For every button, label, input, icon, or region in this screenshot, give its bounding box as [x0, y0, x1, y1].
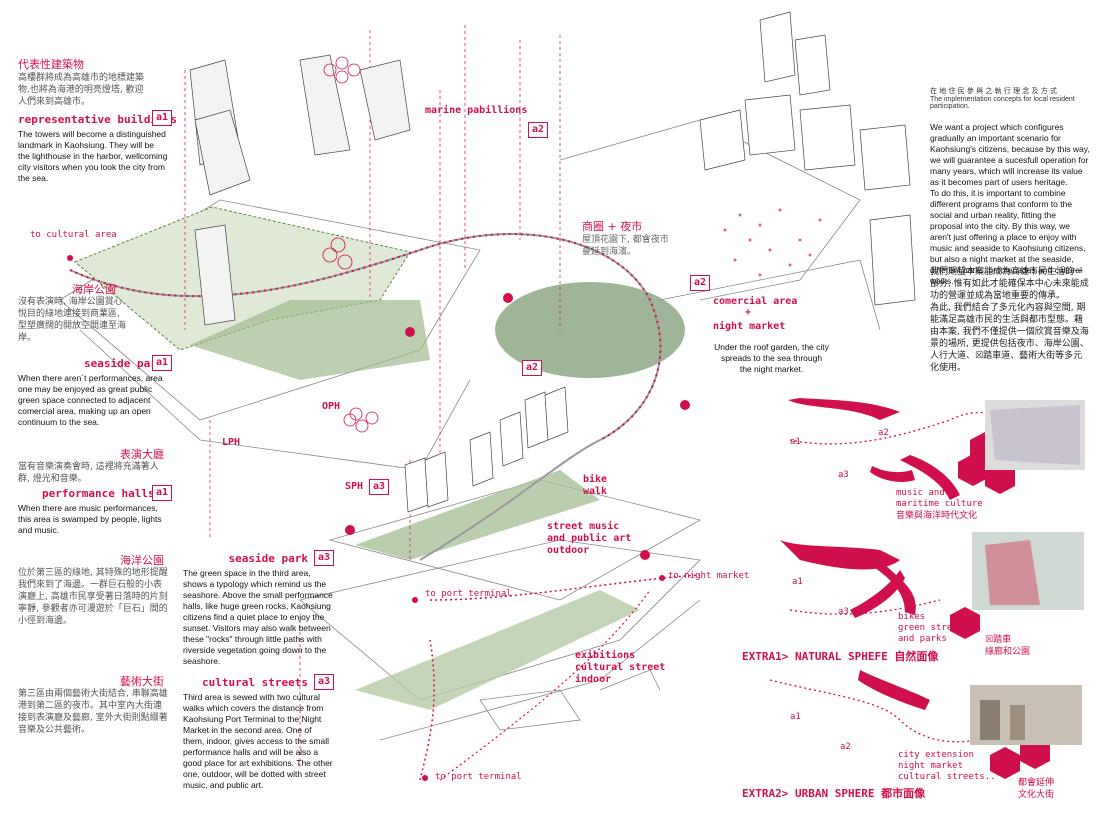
- marine-pabillions-label: marine pabillions: [425, 105, 528, 116]
- to-port-terminal-label-2: to port terminal: [435, 772, 522, 782]
- seaside-park-a1-surface: [190, 300, 430, 380]
- d3-label-zh: 都會延伸 文化大街: [1018, 778, 1055, 800]
- d2-a2: a2: [875, 553, 886, 563]
- d1-a3: a3: [838, 470, 849, 480]
- seaside-zh-body: 沒有表演時, 海岸公園賞心悅目的綠地連接到商業區, 型塑廣闊的開放空間連至海岸。: [18, 297, 127, 343]
- right-en-heading: The implementation concepts for local re…: [930, 96, 1075, 110]
- ocean-zh-body: 位於第三區的綠地, 其特殊的地形提醒我們來到了海邊。一群巨石般的小表演廳上, 高…: [18, 568, 168, 626]
- seaside3-tag: a3: [314, 550, 335, 566]
- d3-a2: a2: [840, 742, 851, 752]
- d1-label-en: music and maritime culture: [896, 488, 983, 509]
- oph-label: OPH: [322, 401, 341, 412]
- extra1-title: EXTRA1> NATURAL SPHEFE 自然面像: [742, 650, 939, 663]
- bike-walk-label: bike walk: [583, 474, 608, 497]
- perf-zh-title: 表演大廳: [120, 448, 164, 461]
- seaside3-title: seaside park: [228, 552, 308, 565]
- to-cultural-area-label: to cultural area: [30, 230, 117, 240]
- seaside-title: seaside park: [84, 357, 164, 370]
- d2-label-en: bikes green street and parks: [898, 612, 964, 644]
- perf-body: When there are music performances, this …: [18, 503, 162, 535]
- marine-tag: a2: [528, 122, 549, 138]
- right-body-en: We want a project which configures gradu…: [930, 122, 1090, 286]
- cultural-title: cultural streets: [202, 676, 308, 689]
- commercial-body: Under the roof garden, the city spreads …: [714, 342, 829, 374]
- cultural-tag: a3: [314, 674, 335, 690]
- sph-label: SPH: [345, 481, 364, 492]
- d3-label-en: city extension night market cultural str…: [898, 750, 996, 782]
- right-body-zh: 我們期望本案能成為高雄市民生活的一部分, 惟有如此才能確保本中心未來能成功的營運…: [930, 267, 1089, 373]
- commercial-area-label: comercial area: [713, 296, 798, 307]
- d2-a1: a1: [792, 577, 803, 587]
- seaside-tag: a1: [152, 355, 173, 371]
- cultural-body: Third area is sewed with two cultural wa…: [183, 692, 333, 790]
- representative-towers: [189, 54, 411, 326]
- art-zh-title: 藝術大街: [120, 675, 164, 688]
- seaside3-body: The green space in the third area, shows…: [183, 568, 333, 666]
- small-performance-halls: [404, 386, 569, 513]
- commercial-zh-body: 屋頂花園下, 都會夜市蔓延到海濱。: [582, 235, 669, 257]
- to-port-terminal-label-1: to port terminal: [425, 589, 512, 599]
- sph-tag: a3: [369, 479, 390, 495]
- art-zh-body: 第三區由兩個藝術大街結合, 串聯高雄港到第二區的夜市。其中室內大街連接到表演廳及…: [18, 689, 168, 735]
- city-buildings: [699, 11, 916, 306]
- d2-a3: a3: [838, 607, 849, 617]
- lph-label: LPH: [222, 437, 241, 448]
- rep-tag: a1: [152, 110, 173, 126]
- rep-zh-body: 高樓群將成為高雄市的地標建築物,也將為海港的明亮燈塔, 歡迎人們來到高雄市。: [18, 73, 145, 107]
- d3-a1: a1: [790, 712, 801, 722]
- d1-a1: a1: [790, 437, 801, 447]
- seaside-park-a3-green: [355, 470, 600, 560]
- d1-a2: a2: [878, 428, 889, 438]
- street-music-label: street music and public art outdoor: [547, 521, 632, 556]
- d2-label-zh: ☒踏車 綠廊和公園: [985, 635, 1031, 657]
- to-night-market-label: to night market: [668, 571, 750, 581]
- extra2-title: EXTRA2> URBAN SPHERE 都市面像: [742, 787, 926, 800]
- night-market-label: night market: [713, 321, 786, 332]
- roof-garden-green: [495, 282, 685, 378]
- d1-label-zh: 音樂與海洋時代文化: [896, 511, 978, 521]
- rep-title: representative buildings: [18, 113, 177, 126]
- rep-body: The towers will become a distinguished l…: [18, 129, 168, 183]
- commercial-zh-title: 商圈 + 夜市: [582, 220, 643, 233]
- perf-tag: a1: [152, 485, 173, 501]
- perf-zh-body: 當有音樂演奏會時, 這裡將充滿著人群, 燈光和音樂。: [18, 462, 159, 484]
- rep-zh-title: 代表性建築物: [18, 58, 84, 71]
- perf-title: performance halls: [42, 487, 155, 500]
- exhibitions-label: exibitions cultural street indoor: [575, 650, 666, 685]
- seaside-zh-title: 海岸公園: [72, 283, 116, 296]
- commercial-tag: a2: [690, 275, 711, 291]
- seaside-body: When there aren´t performances, area one…: [18, 373, 163, 427]
- plus-sign: +: [745, 307, 752, 318]
- reference-photos: [970, 400, 1085, 745]
- ocean-zh-title: 海洋公園: [120, 554, 164, 567]
- a2-mid-tag: a2: [522, 360, 543, 376]
- right-zh-heading: 在 地 住 民 參 與 之 執 行 理 念 及 方 式: [930, 87, 1057, 95]
- extra-diagram-shapes: [780, 398, 960, 710]
- cultural-street-green: [355, 590, 640, 710]
